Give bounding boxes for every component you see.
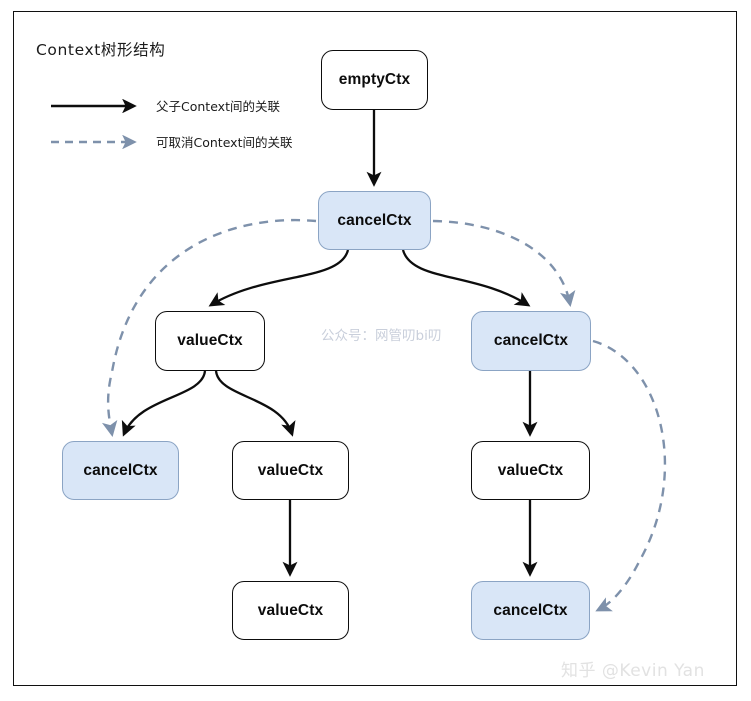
page-title: Context树形结构 [36, 41, 166, 59]
node-cancel-ctx-top[interactable]: cancelCtx [318, 191, 431, 250]
node-cancel-ctx-mid-right[interactable]: cancelCtx [471, 311, 591, 371]
dashed-arrow-icon [51, 134, 137, 149]
legend-item-parent-child: 父子Context间的关联 [50, 96, 280, 115]
legend-label-cancelable: 可取消Context间的关联 [156, 135, 293, 150]
node-cancel-ctx-left[interactable]: cancelCtx [62, 441, 179, 500]
watermark-author: 知乎 @Kevin Yan [561, 661, 705, 681]
legend-label-parent-child: 父子Context间的关联 [156, 99, 280, 114]
diagram-frame [13, 11, 737, 686]
node-value-ctx-mid-right[interactable]: valueCtx [471, 441, 590, 500]
legend-item-cancelable: 可取消Context间的关联 [50, 132, 292, 151]
node-value-ctx-bottom-center[interactable]: valueCtx [232, 581, 349, 640]
watermark-wechat: 公众号：网管叨bi叨 [321, 328, 442, 344]
node-value-ctx-bottom-left[interactable]: valueCtx [232, 441, 349, 500]
node-empty-ctx[interactable]: emptyCtx [321, 50, 428, 110]
node-cancel-ctx-bottom-right[interactable]: cancelCtx [471, 581, 590, 640]
solid-arrow-icon [51, 98, 137, 113]
node-value-ctx-mid-left[interactable]: valueCtx [155, 311, 265, 371]
